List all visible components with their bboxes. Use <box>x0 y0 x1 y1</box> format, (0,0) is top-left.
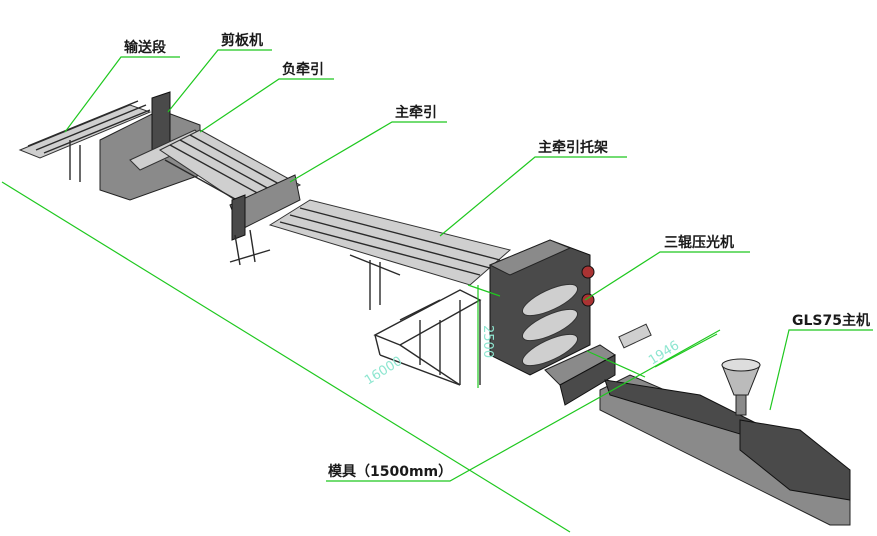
die <box>544 344 616 406</box>
label-die: 模具（1500mm） <box>326 329 721 482</box>
svg-text:剪板机: 剪板机 <box>221 32 263 49</box>
dimension-16000: 16000 <box>362 354 405 389</box>
main-haul-off <box>229 174 301 266</box>
label-shear: 剪板机 <box>167 32 272 113</box>
label-main-haul-off: 主牵引 <box>289 104 447 183</box>
three-roll-calender <box>488 239 595 376</box>
platform-frame <box>373 289 482 386</box>
label-conveyor: 输送段 <box>64 39 180 133</box>
extruder <box>599 323 851 526</box>
svg-text:主牵引托架: 主牵引托架 <box>538 139 608 156</box>
svg-text:三辊压光机: 三辊压光机 <box>664 234 734 251</box>
dimension-2500: 2500 <box>480 325 495 358</box>
label-three-roll-calender: 三辊压光机 <box>584 234 750 301</box>
svg-text:负牵引: 负牵引 <box>282 61 324 78</box>
label-main-extruder: GLS75主机 <box>769 312 873 411</box>
svg-text:主牵引: 主牵引 <box>395 104 437 121</box>
svg-text:模具（1500mm）: 模具（1500mm） <box>328 463 452 480</box>
svg-text:输送段: 输送段 <box>124 39 166 56</box>
label-main-haul-off-bracket: 主牵引托架 <box>439 139 627 237</box>
conveyor-section <box>18 100 152 182</box>
label-secondary-haul-off: 负牵引 <box>199 61 334 133</box>
dimension-height: 2500 <box>467 284 501 388</box>
dimension-1946: 1946 <box>646 338 682 368</box>
main-haul-off-bracket <box>268 199 512 310</box>
svg-text:GLS75主机: GLS75主机 <box>792 312 870 329</box>
